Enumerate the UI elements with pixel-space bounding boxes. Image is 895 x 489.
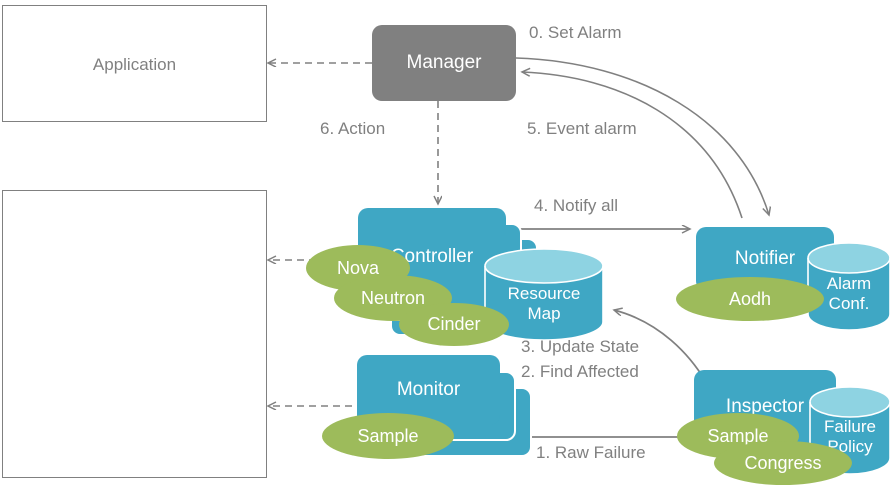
tag-neutron-label: Neutron [360,287,426,308]
manager-label: Manager [406,51,482,73]
tag-sample-inspector-label: Sample [707,425,769,446]
flow-label-raw-failure: 1. Raw Failure [536,443,646,462]
tag-congress-label: Congress [744,452,822,473]
tag-cinder-label: Cinder [427,314,481,334]
flow-label-notify-all: 4. Notify all [534,196,619,215]
manager-box[interactable]: Manager [372,25,516,101]
tag-congress[interactable]: Congress [714,441,852,485]
edge-manager-to-notifier [515,57,769,215]
tag-sample-monitor-label: Sample [357,425,419,446]
tag-cinder[interactable]: Cinder [399,303,509,346]
virtualized-infrastructure-box[interactable]: Virtualized Infrastructure (Resource Poo… [2,190,267,478]
alarm-conf-datastore[interactable]: Alarm Conf. [806,242,892,332]
flow-label-action: 6. Action [320,119,386,138]
flow-label-set-alarm: 0. Set Alarm [529,23,622,42]
tag-aodh[interactable]: Aodh [676,277,824,321]
tag-sample-monitor[interactable]: Sample [322,413,454,459]
cylinder-shape [807,242,891,331]
flow-label-update-state: 3. Update State [521,337,640,356]
edge-notifier-to-manager [522,72,743,219]
application-label: Application [92,55,177,74]
cylinder-shape [484,248,604,341]
tag-aodh-label: Aodh [728,288,772,309]
application-box[interactable]: Application [2,5,267,122]
tag-nova-label: Nova [336,257,380,278]
flow-label-find-affected: 2. Find Affected [521,362,639,381]
flow-label-event-alarm: 5. Event alarm [527,119,637,138]
